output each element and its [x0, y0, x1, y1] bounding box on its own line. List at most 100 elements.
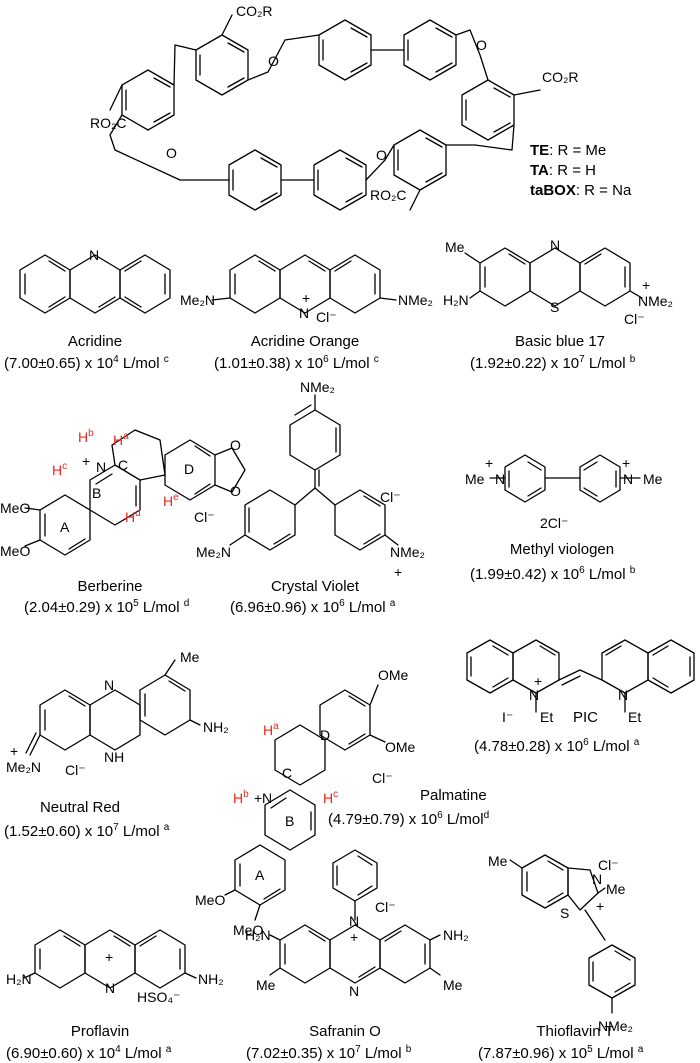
pro-nh2: NH₂ — [198, 971, 224, 987]
nr-cl: Cl⁻ — [65, 762, 86, 778]
ao-nme2: NMe₂ — [398, 292, 433, 308]
proflavin-name: Proflavin — [71, 1023, 129, 1040]
ao-n: N — [299, 305, 309, 321]
thioflavin-t-k: (7.87±0.96) x 105 L/mol a — [478, 1044, 644, 1062]
acridine-k: (7.00±0.65) x 104 L/mol c — [4, 354, 169, 372]
saf-n-bot: N — [349, 983, 359, 999]
thioflavin-t-structure: Me S N Me + Cl⁻ NMe₂ — [488, 853, 636, 1034]
mv-me-left: Me — [465, 471, 485, 487]
macro-co2r-top: CO₂R — [236, 3, 273, 19]
proflavin-structure: H₂N NH₂ N + HSO₄⁻ — [6, 929, 224, 1005]
saf-plus: + — [350, 929, 358, 945]
methyl-viologen-name: Methyl viologen — [510, 541, 614, 558]
row1-captions: Acridine (7.00±0.65) x 104 L/mol c Acrid… — [4, 333, 636, 372]
tt-cl: Cl⁻ — [598, 857, 619, 873]
pic-plus: + — [534, 673, 542, 689]
ao-cl: Cl⁻ — [316, 309, 337, 325]
macro-ring-8 — [393, 129, 447, 191]
ao-me2n: Me₂N — [180, 292, 215, 308]
ber-hd: Hd — [125, 508, 141, 525]
pal-ome2: OMe — [385, 739, 416, 755]
pal-meo1: MeO — [195, 892, 225, 908]
berberine-name: Berberine — [77, 578, 142, 595]
tt-nme: Me — [606, 881, 626, 897]
macro-o-2: O — [476, 37, 487, 53]
pal-meo2: MeO — [233, 922, 263, 938]
crystal-violet-structure: NMe₂ Me₂N NMe₂ + Cl⁻ — [196, 379, 425, 580]
tt-s: S — [560, 905, 569, 921]
pal-ring-a: A — [255, 867, 265, 883]
acridine-name: Acridine — [68, 333, 122, 350]
neutral-red-k: (1.52±0.60) x 107 L/mol a — [4, 822, 170, 840]
pal-hc: Hc — [323, 789, 338, 806]
macro-co2r-right: CO₂R — [542, 69, 579, 85]
pro-hso4: HSO₄⁻ — [137, 989, 180, 1005]
pic-i: I⁻ — [502, 709, 513, 725]
ber-hb: Hb — [78, 428, 94, 445]
ber-ha: Ha — [113, 431, 129, 448]
pal-ring-b: B — [285, 813, 294, 829]
tt-nme2: NMe₂ — [598, 1018, 633, 1034]
nr-plus: + — [10, 743, 18, 759]
mv-plus1: + — [485, 455, 493, 471]
saf-cl: Cl⁻ — [375, 899, 396, 915]
ao-plus: + — [302, 290, 310, 306]
pic-name: PIC — [573, 709, 598, 726]
ber-ring-d: D — [184, 461, 194, 477]
pal-cl: Cl⁻ — [372, 770, 393, 786]
bb-nme2: NMe₂ — [638, 293, 673, 309]
mv-2cl: 2Cl⁻ — [540, 515, 568, 531]
berberine-k: (2.04±0.29) x 105 L/mol d — [24, 598, 189, 616]
macro-ring-4 — [461, 79, 515, 141]
macro-ro2c-left: RO₂C — [90, 115, 127, 131]
ber-n: N — [96, 459, 106, 475]
pic-n1: N — [529, 687, 539, 703]
safranin-o-name: Safranin O — [309, 1023, 381, 1040]
cv-plus: + — [394, 564, 402, 580]
row2-captions: Berberine (2.04±0.29) x 105 L/mol d Crys… — [24, 541, 636, 616]
row3-captions: Neutral Red (1.52±0.60) x 107 L/mol a Pa… — [4, 737, 640, 840]
macrocycle-structure: CO₂R CO₂R RO₂C RO₂C O O O O — [90, 3, 579, 211]
nr-nh2: NH₂ — [203, 719, 229, 735]
pal-plus: + — [254, 790, 262, 806]
safranin-o-k: (7.02±0.35) x 107 L/mol b — [246, 1044, 412, 1062]
saf-n-top: N — [349, 913, 359, 929]
bb-s: S — [550, 299, 559, 315]
saf-nh2: NH₂ — [443, 927, 469, 943]
cv-me2n: Me₂N — [196, 544, 231, 560]
ber-ring-c: C — [118, 457, 128, 473]
pal-ring-d: D — [320, 727, 330, 743]
pal-ha: Ha — [263, 721, 279, 738]
neutral-red-structure: Me NH₂ N NH Me₂N + Cl⁻ — [6, 649, 229, 778]
nr-me2n: Me₂N — [6, 759, 41, 775]
acridine-orange-structure: Me₂N NMe₂ N + Cl⁻ — [180, 254, 433, 325]
thioflavin-t-name: Thioflavin T — [536, 1023, 613, 1040]
bb-h2n: H₂N — [443, 292, 469, 308]
acridine-n: N — [89, 247, 99, 263]
pic-structure: N + N Et Et I⁻ PIC — [466, 639, 695, 726]
cv-nme2-right: NMe₂ — [390, 544, 425, 560]
tt-plus: + — [596, 898, 604, 914]
basic-blue-17-name: Basic blue 17 — [515, 333, 605, 350]
neutral-red-name: Neutral Red — [40, 799, 120, 816]
saf-me-right: Me — [443, 977, 463, 993]
cv-cl: Cl⁻ — [380, 489, 401, 505]
ber-meo2: MeO — [0, 543, 30, 559]
macro-ring-6 — [228, 149, 282, 211]
pal-hb: Hb — [233, 789, 249, 806]
mv-plus2: + — [622, 455, 630, 471]
pal-ome1: OMe — [378, 667, 409, 683]
bb-plus: + — [642, 277, 650, 293]
pal-ring-c: C — [282, 765, 292, 781]
macro-ro2c-bottom: RO₂C — [370, 187, 407, 203]
palmatine-structure: Ha Hb Hc A B C D N + OMe OMe MeO MeO Cl⁻ — [195, 667, 416, 938]
tt-n: N — [592, 871, 602, 887]
macro-ring-2 — [318, 19, 372, 81]
saf-me-left: Me — [256, 977, 276, 993]
ber-o1: O — [230, 437, 241, 453]
methyl-viologen-k: (1.99±0.42) x 106 L/mol b — [470, 565, 636, 583]
pal-n: N — [262, 790, 272, 806]
crystal-violet-name: Crystal Violet — [271, 578, 360, 595]
bb-cl: Cl⁻ — [624, 311, 645, 327]
